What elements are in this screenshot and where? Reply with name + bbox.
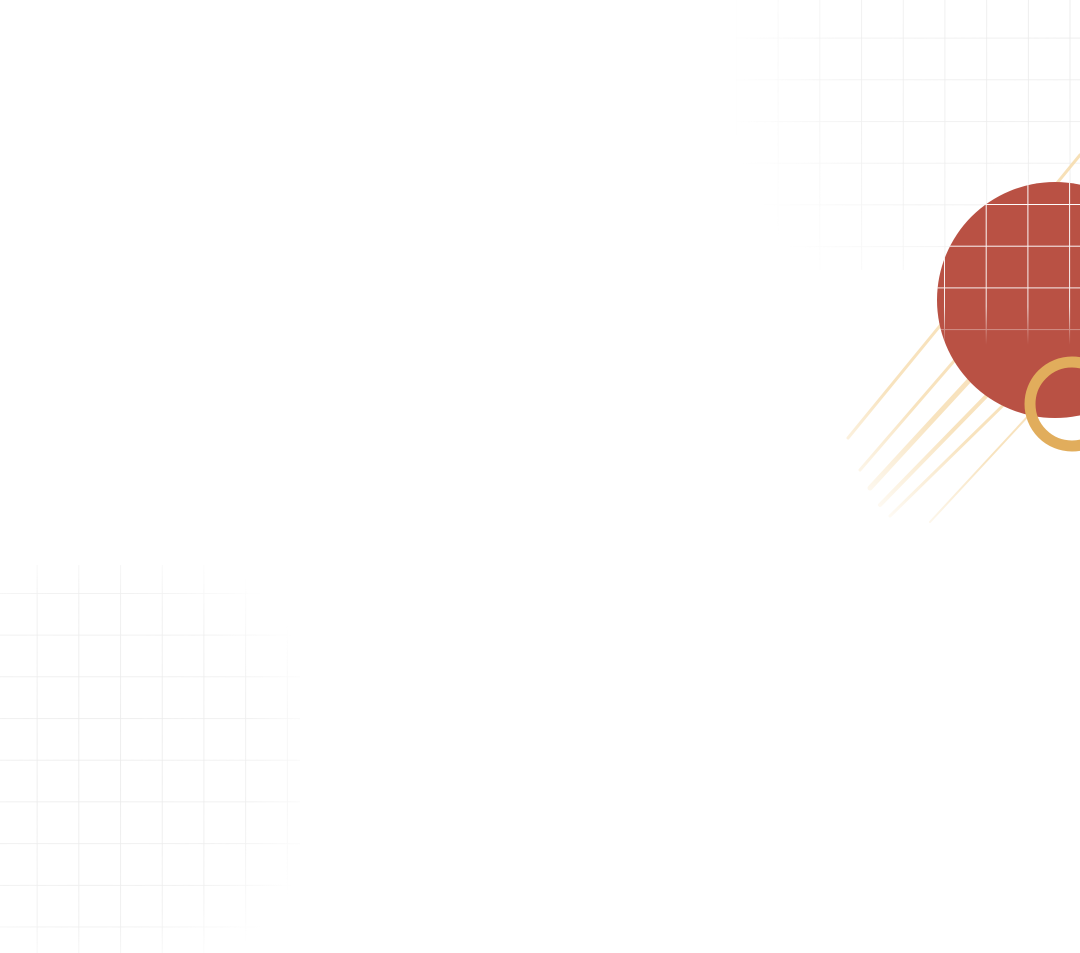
grid-pattern-bottom-left [0, 565, 300, 953]
gold-ring-shape [1024, 356, 1080, 452]
